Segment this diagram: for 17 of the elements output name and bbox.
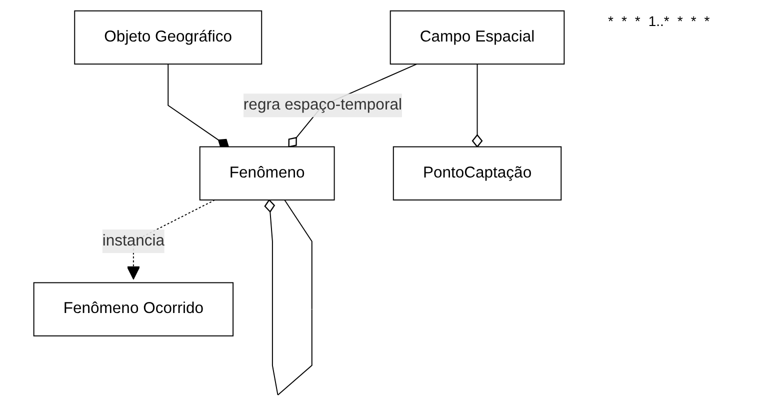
edge-label: instancia xyxy=(102,232,165,250)
multiplicity-label: * xyxy=(704,13,710,29)
multiplicity-label: * xyxy=(690,13,696,29)
multiplicity-label: * xyxy=(621,13,627,29)
edge-label: regra espaço-temporal xyxy=(243,96,402,114)
multiplicity-label: 1..* xyxy=(648,13,670,29)
node-box: Fenômeno xyxy=(199,146,335,200)
node-box: Campo Espacial xyxy=(390,10,565,65)
multiplicity-label: * xyxy=(634,13,640,29)
connector xyxy=(168,64,229,148)
multiplicity-label: * xyxy=(677,13,683,29)
connector xyxy=(264,199,312,396)
node-box: PontoCaptação xyxy=(392,146,562,200)
connector xyxy=(472,64,483,148)
node-box: Objeto Geográfico xyxy=(74,10,262,65)
node-box: Fenômeno Ocorrido xyxy=(33,282,234,336)
multiplicity-label: * xyxy=(608,13,614,29)
